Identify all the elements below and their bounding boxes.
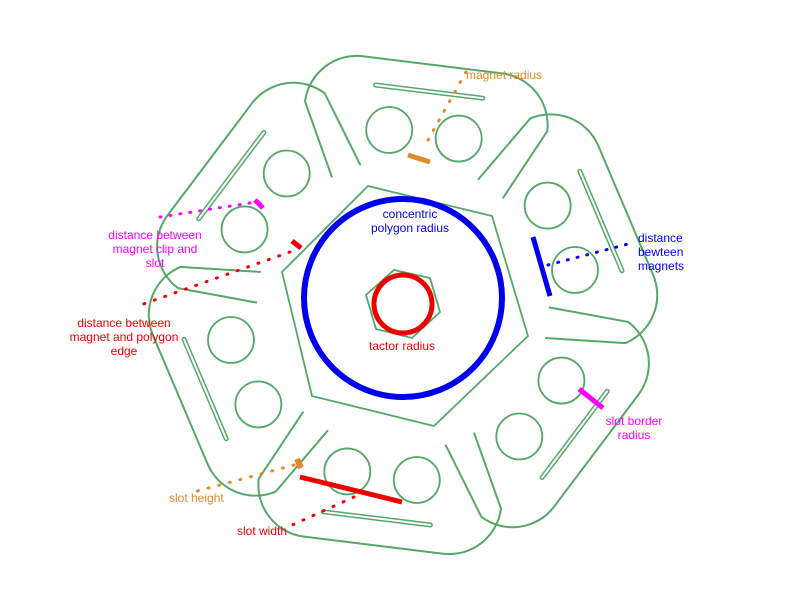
- slot-inner: [578, 170, 624, 272]
- slot-inner: [322, 510, 432, 526]
- clip-slot-distance-label: distance between magnet clip and slot: [108, 228, 202, 270]
- tactor-radius-label: tactor radius: [368, 339, 436, 353]
- slot-width-label: slot width: [237, 524, 288, 538]
- clip-body-outline: [304, 54, 549, 199]
- clip-module: [477, 113, 659, 345]
- clip-module: [147, 265, 329, 497]
- magnet-edge-distance-label: distance between magnet and polygon edge: [69, 316, 179, 358]
- slot-height-marker: [294, 457, 304, 470]
- slot-height-label: slot height: [169, 491, 224, 505]
- magnet-hole: [262, 149, 311, 198]
- tactor-hexagon: [364, 269, 442, 339]
- magnet-hole: [323, 447, 372, 496]
- clip-body-outline: [477, 113, 659, 345]
- magnet-radius-leader: [426, 70, 468, 142]
- magnet-hole: [207, 316, 255, 364]
- magnet-radius-label: magnet radius: [466, 68, 543, 82]
- magnet-hole: [495, 412, 544, 461]
- slot-inner: [197, 131, 265, 220]
- magnet-radius-marker: [407, 152, 431, 165]
- magnet-hole: [523, 181, 572, 230]
- slot-inner: [182, 338, 228, 440]
- slot-inner: [374, 84, 484, 100]
- magnet-distance-leader: [546, 241, 634, 267]
- distance-between-magnets-label: distance bewteen magnets: [638, 231, 685, 273]
- magnet-hole: [234, 380, 283, 429]
- clip-modules: [147, 54, 659, 556]
- magnet-hole: [365, 106, 414, 154]
- clip-body-outline: [156, 81, 362, 304]
- clip-body-outline: [444, 306, 650, 529]
- magnet-hole: [434, 114, 483, 163]
- tactor-circle: [371, 272, 435, 336]
- magnet-hole: [392, 456, 441, 504]
- clip-module: [156, 81, 362, 304]
- central-polygon: [281, 185, 530, 427]
- clip-body-outline: [257, 411, 502, 556]
- magnet-edge-distance-marker: [290, 239, 303, 250]
- slot-width-leader: [288, 495, 356, 528]
- magnet-hole: [551, 246, 599, 294]
- slot-border-radius-marker: [577, 387, 605, 410]
- slot-border-radius-label: slot border radius: [605, 414, 663, 442]
- slot-width-marker: [299, 474, 403, 505]
- slot-height-leader: [188, 463, 296, 495]
- clip-body-outline: [147, 265, 329, 497]
- concentric-polygon-radius-label: concentric polygon radius: [370, 207, 450, 235]
- magnet-hole: [537, 356, 586, 405]
- clip-module: [257, 411, 502, 556]
- clip-slot-distance-marker: [253, 198, 265, 210]
- clip-module: [304, 54, 549, 199]
- concentric-polygon-circle: [301, 196, 505, 400]
- magnet-distance-marker: [530, 236, 553, 297]
- magnet-hole: [220, 205, 269, 254]
